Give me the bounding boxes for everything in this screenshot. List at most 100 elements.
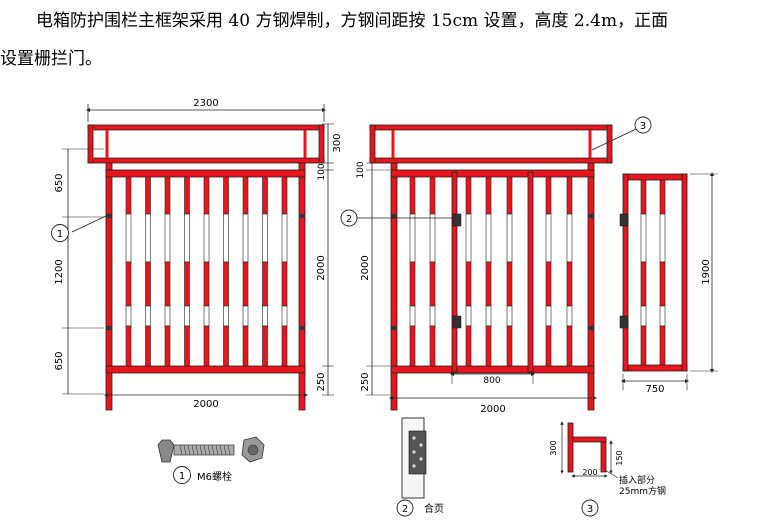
front-bar-segment xyxy=(145,261,151,307)
front-bar-segment xyxy=(281,176,288,215)
bracket-detail: 300 200 150 插入部分 25mm方钢 3 xyxy=(549,421,666,517)
side-bar-segment xyxy=(545,261,552,307)
front-bar-segment xyxy=(145,305,151,327)
bracket-callout-num: 3 xyxy=(587,504,593,515)
side-bar-segment xyxy=(506,261,513,307)
bolt-thread-line xyxy=(223,444,227,456)
door-bar-segment xyxy=(640,305,647,327)
bracket-dim-300: 300 xyxy=(549,440,558,455)
front-bar-segment xyxy=(223,305,229,327)
bracket-dim-150: 150 xyxy=(615,450,624,465)
front-width-bottom-dim: 2000 xyxy=(193,399,218,410)
side-bar-segment xyxy=(485,305,492,327)
side-callout-3: 3 xyxy=(640,121,646,132)
front-bar-segment xyxy=(184,261,190,307)
front-bar-segment xyxy=(145,213,151,263)
front-bar-segment xyxy=(203,261,210,307)
side-bar-segment xyxy=(545,325,552,367)
side-bar-segment xyxy=(429,213,436,263)
side-bar-segment xyxy=(506,305,513,327)
front-bar-segment xyxy=(281,325,288,367)
front-bar-segment xyxy=(203,305,210,327)
bolt-thread-line xyxy=(215,444,219,456)
front-bar-segment xyxy=(242,213,249,263)
front-bar-segment xyxy=(184,213,190,263)
hinge-callout-num: 2 xyxy=(402,504,408,515)
front-bar-segment xyxy=(262,305,268,327)
bolt-thread-line xyxy=(179,444,183,456)
front-right-dim-250: 250 xyxy=(316,372,327,391)
side-bar-segment xyxy=(566,325,573,367)
front-bar-segment xyxy=(281,261,288,307)
front-bar-segment xyxy=(125,305,132,327)
front-right-dim-300: 300 xyxy=(332,133,343,152)
front-bar-segment xyxy=(164,325,171,367)
front-bar-segment xyxy=(184,325,190,367)
front-bar-segment xyxy=(203,325,210,367)
door-bar-segment xyxy=(659,179,666,215)
side-left-dim-250: 250 xyxy=(360,372,371,391)
side-bar-segment xyxy=(465,305,472,327)
front-bar-segment xyxy=(203,176,210,215)
front-bar-segment xyxy=(164,305,171,327)
side-bar-segment xyxy=(545,213,552,263)
front-width-top-dim: 2300 xyxy=(193,98,218,109)
front-bar-segment xyxy=(242,176,249,215)
bolt-label: M6螺栓 xyxy=(197,470,232,483)
door-bar-segment xyxy=(640,325,647,366)
side-bar-segment xyxy=(545,176,552,215)
bracket-label-line-2: 25mm方钢 xyxy=(619,485,666,497)
side-width-bottom-dim: 2000 xyxy=(480,404,505,415)
door-bar-segment xyxy=(640,261,647,307)
side-bar-segment xyxy=(409,176,416,215)
side-bar-segment xyxy=(485,325,492,367)
side-bar-segment xyxy=(566,176,573,215)
side-bar-segment xyxy=(506,325,513,367)
front-bar-segment xyxy=(242,305,249,327)
side-bar-segment xyxy=(506,213,513,263)
door-panel-view: 1900 750 xyxy=(619,172,718,395)
side-bar-segment xyxy=(429,305,436,327)
front-bar-segment xyxy=(223,325,229,367)
bolt-thread-line xyxy=(211,444,215,456)
bracket-label-line-1: 插入部分 xyxy=(619,474,655,486)
bolt-thread-line xyxy=(191,444,195,456)
front-bar-segment xyxy=(164,176,171,215)
bolt-icon xyxy=(157,439,235,463)
side-left-dim-100: 100 xyxy=(356,161,366,178)
side-bar-segment xyxy=(465,325,472,367)
front-bar-segment xyxy=(184,305,190,327)
front-bar-segment xyxy=(203,213,210,263)
bolt-thread-line xyxy=(207,444,211,456)
side-bar-segment xyxy=(566,261,573,307)
front-bar-segment xyxy=(262,325,268,367)
side-bar-segment xyxy=(465,213,472,263)
side-bar-segment xyxy=(429,176,436,215)
front-left-dim-1200: 1200 xyxy=(54,259,65,284)
side-bar-segment xyxy=(465,261,472,307)
bolt-callout-num: 1 xyxy=(179,471,185,482)
hinge-icon xyxy=(408,430,427,475)
bolt-thread-line xyxy=(195,444,199,456)
door-bar-segment xyxy=(659,261,666,307)
side-bar-segment xyxy=(506,176,513,215)
side-bar-segment xyxy=(409,305,416,327)
front-bar-segment xyxy=(125,261,132,307)
door-bar-segment xyxy=(640,179,647,215)
front-elevation-view: 2300 2000 650 1200 650 1 300 xyxy=(51,98,343,411)
side-bar-segment xyxy=(566,213,573,263)
nut-icon xyxy=(241,436,265,463)
front-bar-segment xyxy=(125,325,132,367)
side-left-dim-2000: 2000 xyxy=(360,255,371,280)
bolt-thread-line xyxy=(219,444,223,456)
front-bar-segment xyxy=(223,176,229,215)
side-door-width-dim: 800 xyxy=(483,376,500,386)
side-bar-segment xyxy=(429,325,436,367)
side-bar-segment xyxy=(409,213,416,263)
hinge-detail: 2 合页 xyxy=(396,417,444,517)
front-bar-segment xyxy=(281,213,288,263)
side-bar-segment xyxy=(465,176,472,215)
bolt-detail: 1 M6螺栓 xyxy=(157,436,265,484)
